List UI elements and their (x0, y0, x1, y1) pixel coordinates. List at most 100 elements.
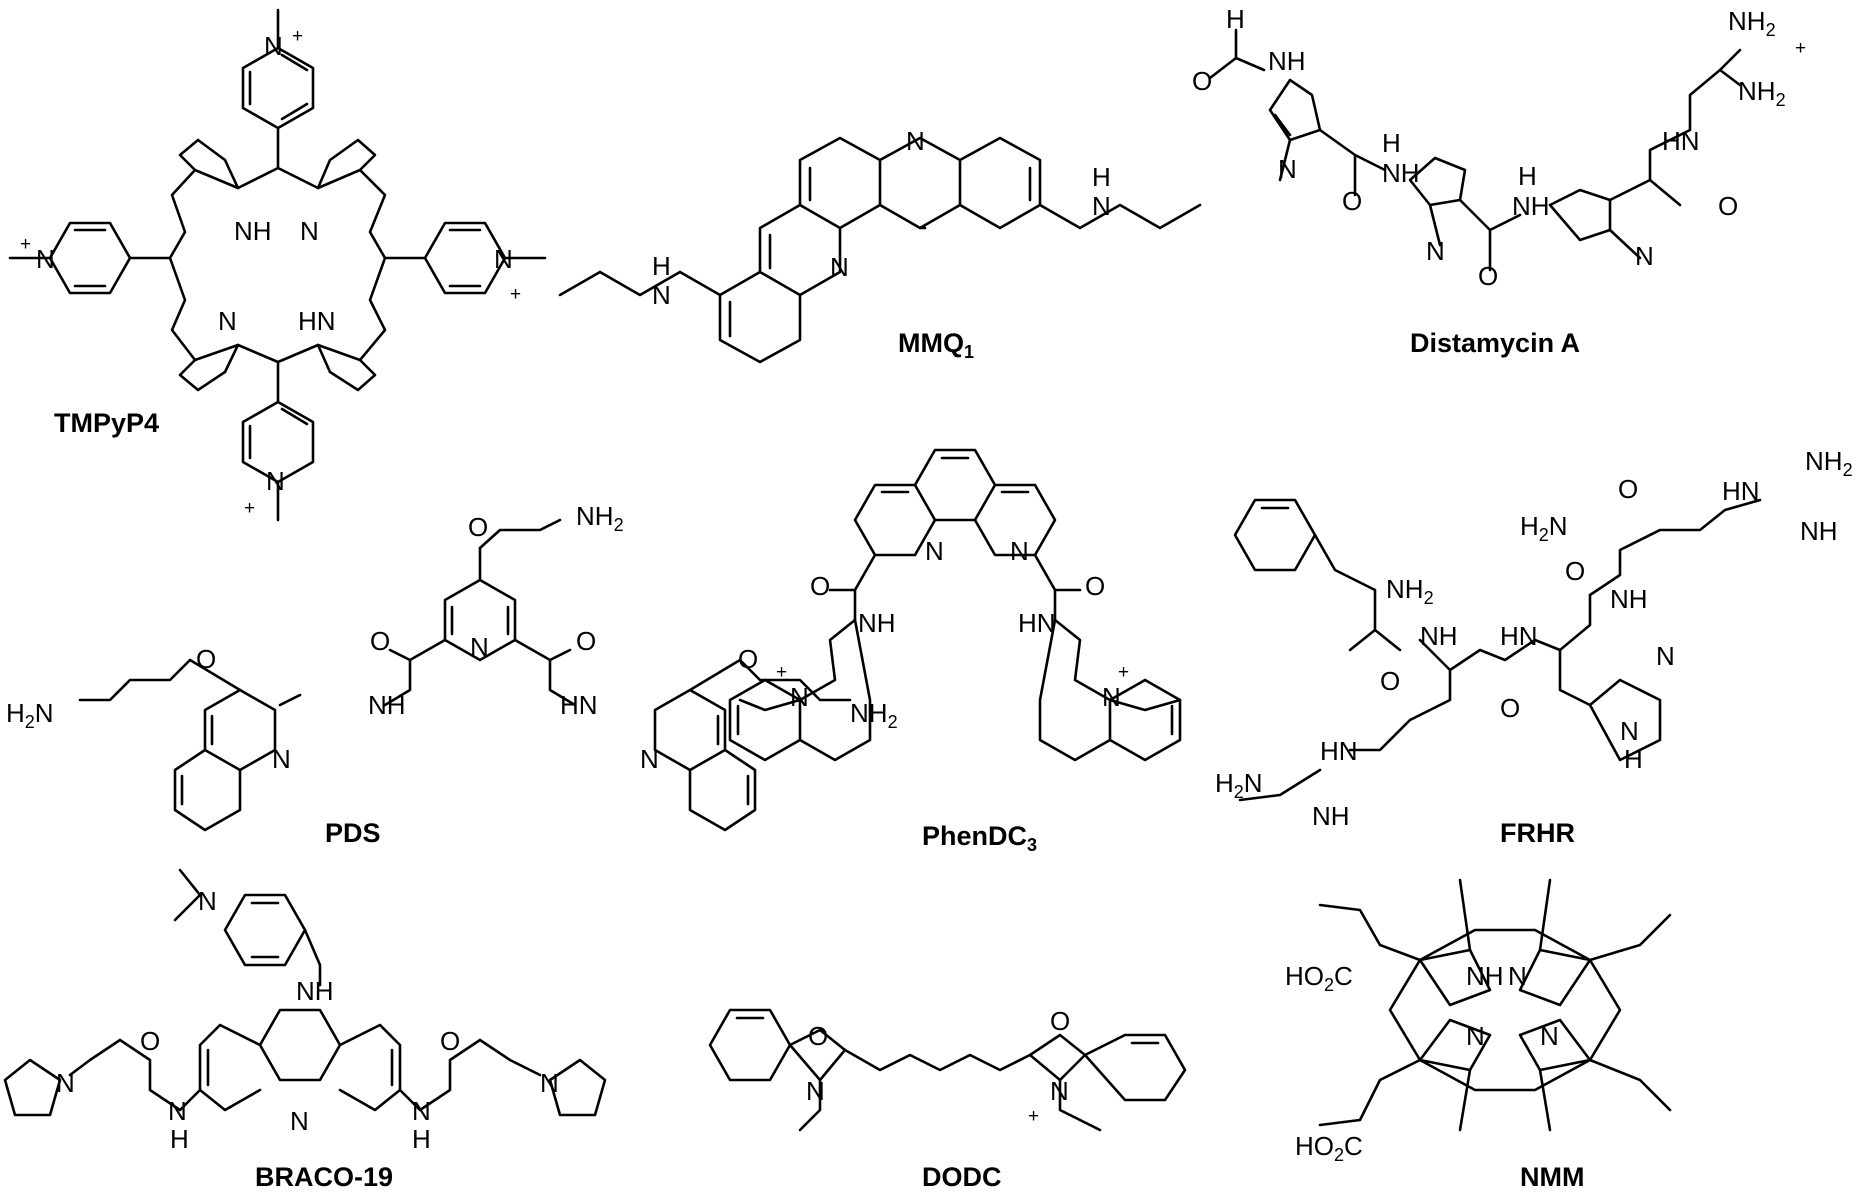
atom-label: NH2 (1386, 574, 1434, 608)
compound-name-dodc: DODC (922, 1162, 1002, 1192)
atom-label: N (300, 216, 319, 246)
compound-name-braco-19: BRACO-19 (255, 1162, 393, 1192)
atom-label: HO2C (1295, 1131, 1363, 1165)
atom-label: O (1085, 571, 1105, 601)
atom-label: O (810, 571, 830, 601)
atom-label: O (1618, 474, 1638, 504)
atom-label: H2N (6, 698, 54, 732)
charge-label: + (510, 284, 521, 305)
atom-label: NH (1268, 46, 1306, 76)
atom-label: NH (1420, 621, 1458, 651)
atom-label: N (494, 244, 513, 274)
atom-label: N (925, 536, 944, 566)
atom-label: O (468, 512, 488, 542)
atom-label: NH (1312, 801, 1350, 831)
atom-label: O (1478, 261, 1498, 291)
atom-label: NH2 (1738, 76, 1786, 110)
atom-label: H (1382, 128, 1401, 158)
structure-dodc (708, 1008, 1187, 1132)
compound-name-phendc3: PhenDC3 (922, 821, 1037, 855)
structure-frhr (1233, 498, 1762, 802)
compound-name-frhr: FRHR (1500, 818, 1575, 848)
atom-label: N (540, 1068, 559, 1098)
charge-label: + (776, 662, 787, 683)
atom-label: NH (1512, 191, 1550, 221)
atom-label: O (140, 1026, 160, 1056)
atom-label: N (264, 31, 283, 61)
atom-label: N (1010, 536, 1029, 566)
atom-label: N (1635, 241, 1654, 271)
atom-label: N (290, 1106, 309, 1136)
atom-label: O (440, 1026, 460, 1056)
atom-label: NH (1800, 516, 1838, 546)
atom-label: O (196, 644, 216, 674)
atom-label: HN (1662, 126, 1700, 156)
structure-phendc3 (728, 448, 1182, 762)
atom-label: H (652, 251, 671, 281)
atom-label: HN (1018, 608, 1056, 638)
atom-label: NH2 (576, 501, 624, 535)
atom-label: O (1342, 186, 1362, 216)
structure-nmm (1318, 878, 1672, 1132)
atom-label: NH (858, 608, 896, 638)
atom-label: NH (296, 976, 334, 1006)
atom-label: O (1565, 556, 1585, 586)
atom-label: NH (1466, 961, 1504, 991)
atom-label: N (806, 1076, 825, 1106)
atom-label: N (470, 632, 489, 662)
atom-label: O (370, 626, 390, 656)
atom-label: H2N (1215, 768, 1263, 802)
atom-label: N (1656, 641, 1675, 671)
atom-label: N (272, 744, 291, 774)
atom-label: H (1092, 162, 1111, 192)
charge-label: + (244, 498, 255, 519)
atom-label: HN (298, 306, 336, 336)
atom-label: NH (1610, 584, 1648, 614)
charge-label: + (292, 26, 303, 47)
atom-label: NH (1382, 158, 1420, 188)
charge-label: + (1028, 1106, 1039, 1127)
structure-mmq1 (558, 136, 1202, 364)
atom-label: N (652, 280, 671, 310)
atom-label: N (1278, 154, 1297, 184)
structure-pds (78, 518, 852, 832)
charge-label: + (1795, 38, 1806, 59)
atom-label: N (36, 244, 55, 274)
atom-label: NH2 (850, 698, 898, 732)
atom-label: N (168, 1096, 187, 1126)
atom-label: N (1102, 682, 1121, 712)
atom-label: N (198, 886, 217, 916)
compound-name-pds: PDS (325, 818, 381, 848)
atom-label: O (808, 1021, 828, 1051)
compound-name-distamycin-a: Distamycin A (1410, 328, 1580, 358)
atom-label: N (790, 682, 809, 712)
atom-label: N (1050, 1076, 1069, 1106)
compound-name-tmpyp4: TMPyP4 (54, 408, 159, 438)
atom-label: H (1624, 744, 1643, 774)
atom-label: O (1500, 693, 1520, 723)
atom-label: N (830, 252, 849, 282)
structure-braco-19 (3, 868, 607, 1117)
atom-label: O (1192, 66, 1212, 96)
atom-label: N (1092, 191, 1111, 221)
charge-label: + (20, 234, 31, 255)
atom-label: NH2 (1728, 6, 1776, 40)
charge-label: + (1118, 662, 1129, 683)
atom-label: H (412, 1124, 431, 1154)
atom-label: N (266, 466, 285, 496)
compound-name-mmq1: MMQ1 (898, 328, 974, 362)
atom-label: HN (1320, 736, 1358, 766)
atom-label: H (1226, 4, 1245, 34)
atom-label: NH (368, 690, 406, 720)
atom-label: HN (1500, 621, 1538, 651)
atom-label: NH2 (1805, 446, 1853, 480)
atom-label: N (640, 744, 659, 774)
atom-label: O (1380, 666, 1400, 696)
atom-label: HN (1722, 476, 1760, 506)
atom-label: H (1518, 161, 1537, 191)
atom-label: HO2C (1285, 961, 1353, 995)
atom-label: H2N (1520, 511, 1568, 545)
atom-label: N (1466, 1021, 1485, 1051)
